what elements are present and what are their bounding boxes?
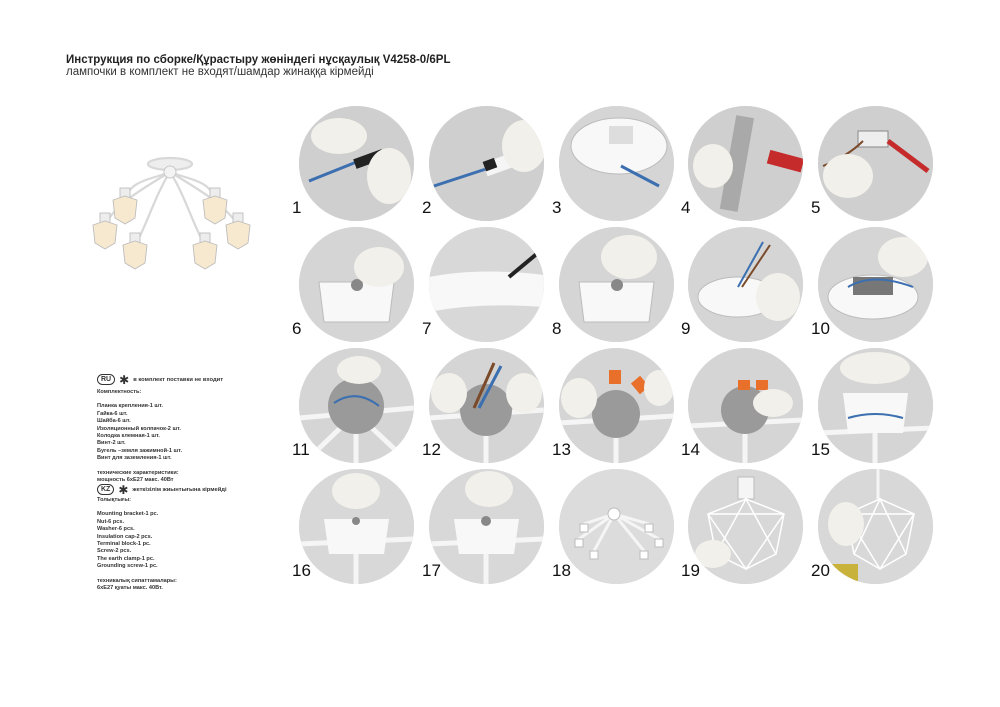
step-9: 9 xyxy=(681,227,803,343)
kz-item: The earth clamp-1 pc. xyxy=(97,555,155,562)
step-number: 5 xyxy=(811,198,821,217)
step-10: 10 xyxy=(811,227,933,343)
ru-tech-value: мощность 6хЕ27 макс. 40Вт xyxy=(97,477,174,484)
step-12: 12 xyxy=(422,348,544,464)
ru-heading: Комплектность: xyxy=(97,389,142,395)
step-number: 4 xyxy=(681,198,691,217)
step-photo xyxy=(818,348,933,463)
kz-header: KZ ✱ жеткізілім жиынтығына кірмейді xyxy=(97,482,227,497)
step-number: 14 xyxy=(681,440,700,459)
step-number: 16 xyxy=(292,561,311,580)
step-number: 1 xyxy=(292,198,302,217)
step-4: 4 xyxy=(681,106,803,222)
kz-spec: Толықтығы: Mounting bracket-1 pc. Nut-6 … xyxy=(97,497,177,592)
ru-item: Винт-2 шт. xyxy=(97,440,126,447)
step-number: 8 xyxy=(552,319,562,338)
step-6: 6 xyxy=(292,227,414,343)
kz-badge: KZ xyxy=(97,484,115,495)
step-number: 9 xyxy=(681,319,691,338)
page-subtitle: лампочки в комплект не входят/шамдар жин… xyxy=(66,66,374,78)
step-1: 1 xyxy=(292,106,414,222)
step-19: 19 xyxy=(681,469,803,585)
ru-header: RU ✱ в комплект поставки не входит xyxy=(97,372,224,387)
step-photo xyxy=(299,469,414,584)
step-photo xyxy=(429,469,544,584)
step-number: 13 xyxy=(552,440,571,459)
step-8: 8 xyxy=(552,227,674,343)
step-number: 11 xyxy=(292,440,310,459)
ru-item: Винт для заземления-1 шт. xyxy=(97,455,172,462)
step-17: 17 xyxy=(422,469,544,585)
kz-tech-value: 6хЕ27 қуаты макс. 40Вт. xyxy=(97,585,163,592)
step-5: 5 xyxy=(811,106,933,222)
step-photo xyxy=(299,106,414,221)
step-15: 15 xyxy=(811,348,933,464)
step-number: 18 xyxy=(552,561,571,580)
step-14: 14 xyxy=(681,348,803,464)
step-photo xyxy=(688,227,803,342)
ru-item: Шайба-6 шт. xyxy=(97,418,131,425)
step-photo xyxy=(688,348,803,463)
step-photo xyxy=(559,469,674,584)
asterisk-icon: ✱ xyxy=(119,372,130,387)
step-photo xyxy=(818,469,933,584)
ru-badge: RU xyxy=(97,374,116,385)
kz-note: жеткізілім жиынтығына кірмейді xyxy=(132,486,227,493)
asterisk-icon: ✱ xyxy=(118,482,129,497)
step-number: 15 xyxy=(811,440,830,459)
step-photo xyxy=(818,227,933,342)
ru-item: Изоляционный колпачок-2 шт. xyxy=(97,425,181,432)
step-photo xyxy=(559,348,674,463)
step-11: 11 xyxy=(292,348,414,464)
step-number: 2 xyxy=(422,198,432,217)
kz-tech-heading: техникалық сипаттамалары: xyxy=(97,577,177,584)
kz-item: Grounding screw-1 pc. xyxy=(97,563,158,570)
step-photo xyxy=(429,106,544,221)
ru-item: Гайка-6 шт. xyxy=(97,410,128,417)
kz-item: Terminal block-1 pc. xyxy=(97,541,151,548)
ru-item: Колодка клемная-1 шт. xyxy=(97,433,160,440)
step-photo xyxy=(559,227,674,342)
step-3: 3 xyxy=(552,106,674,222)
kz-item: Insulation cap-2 pcs. xyxy=(97,533,153,540)
step-photo xyxy=(429,348,544,463)
ru-item: Планка крепления-1 шт. xyxy=(97,403,163,410)
kz-item: Mounting bracket-1 pc. xyxy=(97,511,159,518)
step-number: 3 xyxy=(552,198,562,217)
step-number: 19 xyxy=(681,561,700,580)
step-photo xyxy=(818,106,933,221)
step-number: 7 xyxy=(422,319,432,338)
step-number: 10 xyxy=(811,319,830,338)
step-photo xyxy=(559,106,674,221)
step-2: 2 xyxy=(422,106,544,222)
kz-item: Screw-2 pcs. xyxy=(97,548,132,555)
chandelier-product-image xyxy=(70,150,270,290)
step-13: 13 xyxy=(552,348,674,464)
page-title: Инструкция по сборке/Құрастыру жөніндегі… xyxy=(66,54,451,66)
kz-item: Washer-6 pcs. xyxy=(97,526,135,533)
step-number: 20 xyxy=(811,561,830,580)
step-number: 12 xyxy=(422,440,441,459)
kz-heading: Толықтығы: xyxy=(97,497,131,503)
step-20: 20 xyxy=(811,469,933,585)
ru-tech-heading: технические характеристики: xyxy=(97,469,179,476)
step-18: 18 xyxy=(552,469,674,585)
kz-item: Nut-6 pcs. xyxy=(97,518,125,525)
step-number: 17 xyxy=(422,561,441,580)
step-7: 7 xyxy=(422,227,544,343)
step-number: 6 xyxy=(292,319,302,338)
step-photo xyxy=(429,227,544,342)
ru-note: в комплект поставки не входит xyxy=(133,376,224,383)
ru-item: Бугель –земля зажимной-1 шт. xyxy=(97,447,182,454)
step-photo xyxy=(688,106,803,221)
step-photo xyxy=(299,227,414,342)
step-16: 16 xyxy=(292,469,414,585)
step-photo xyxy=(299,348,414,463)
step-photo xyxy=(688,469,803,584)
ru-spec: Комплектность: Планка крепления-1 шт. Га… xyxy=(97,389,182,484)
